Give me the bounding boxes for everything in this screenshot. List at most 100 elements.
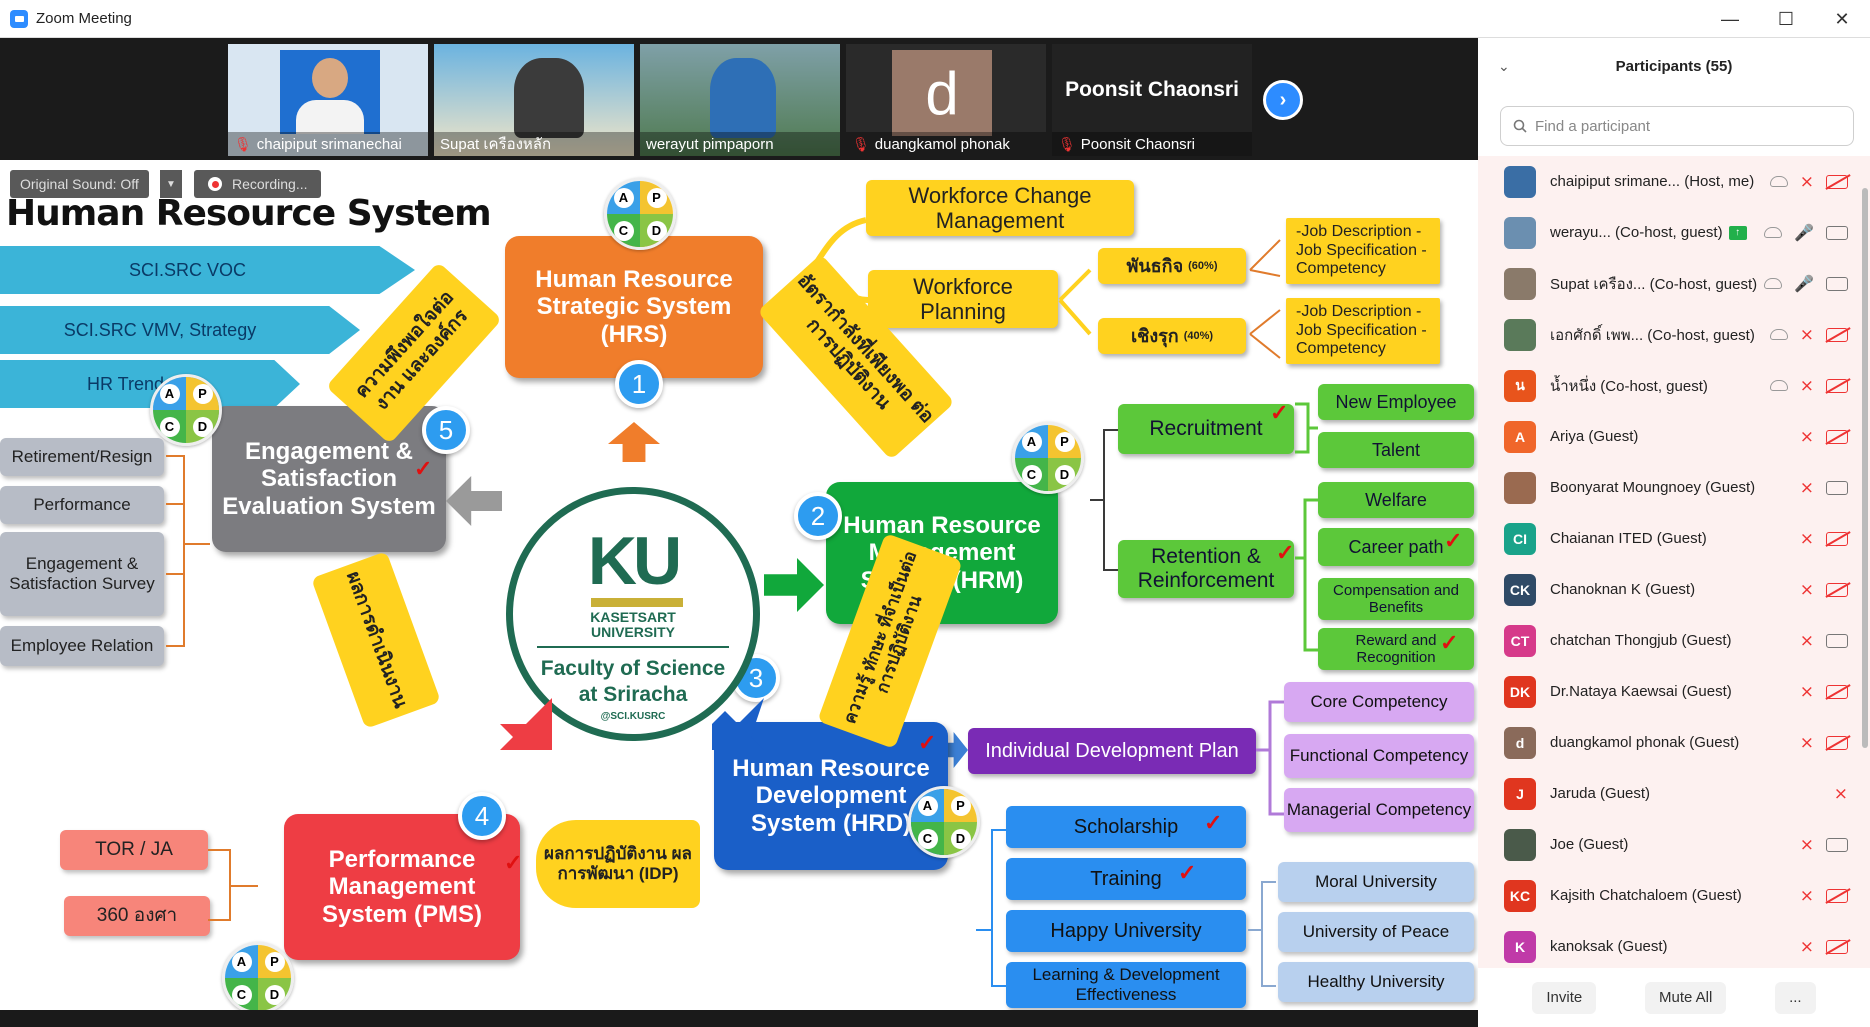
mic-icon[interactable]: 🎤: [1794, 224, 1814, 242]
participant-row[interactable]: Supat เครือง... (Co-host, guest) 🎤: [1478, 258, 1870, 309]
camera-off-icon[interactable]: [1826, 735, 1848, 750]
training-box: Training: [1006, 858, 1246, 900]
participant-row[interactable]: เอกศักดิ์ เพพ... (Co-host, guest)⨯: [1478, 309, 1870, 360]
mic-off-icon[interactable]: ⨯: [1799, 324, 1814, 344]
mic-icon[interactable]: 🎤: [1794, 275, 1814, 293]
camera-icon[interactable]: [1826, 276, 1848, 291]
mic-off-icon[interactable]: ⨯: [1799, 528, 1814, 548]
avatar: [1504, 216, 1536, 249]
mic-off-icon[interactable]: ⨯: [1833, 783, 1848, 803]
participant-name: Boonyarat Moungnoey (Guest): [1550, 479, 1756, 496]
mute-all-button[interactable]: Mute All: [1644, 981, 1727, 1014]
camera-icon[interactable]: [1826, 480, 1848, 495]
camera-off-icon[interactable]: [1826, 327, 1848, 342]
avatar: น: [1504, 369, 1536, 402]
video-tile[interactable]: Supat เครืองหลัก: [434, 44, 634, 156]
participant-name: Ariya (Guest): [1550, 428, 1639, 445]
chevron-down-icon[interactable]: ⌄: [1498, 58, 1510, 74]
happy-university-box: Happy University: [1006, 910, 1246, 952]
minimize-button[interactable]: —: [1721, 8, 1739, 29]
recording-indicator[interactable]: Recording...: [194, 170, 322, 198]
camera-off-icon[interactable]: [1826, 939, 1848, 954]
camera-icon[interactable]: [1826, 225, 1848, 240]
participant-row[interactable]: Joe (Guest)⨯: [1478, 819, 1870, 870]
avatar: J: [1504, 777, 1536, 810]
mic-off-icon[interactable]: ⨯: [1799, 171, 1814, 191]
banner-voc: SCI.SRC VOC: [0, 246, 415, 294]
participant-row[interactable]: Boonyarat Moungnoey (Guest) ⨯: [1478, 462, 1870, 513]
participant-name: duangkamol phonak (Guest): [1550, 734, 1740, 751]
healthy-university-box: Healthy University: [1278, 962, 1474, 1002]
camera-icon[interactable]: [1826, 633, 1848, 648]
participant-row[interactable]: นน้ำหนึ่ง (Co-host, guest)⨯: [1478, 360, 1870, 411]
maximize-button[interactable]: ☐: [1777, 8, 1795, 29]
camera-off-icon[interactable]: [1826, 429, 1848, 444]
cloud-icon: [1769, 176, 1788, 187]
camera-off-icon[interactable]: [1826, 531, 1848, 546]
mission-pct: (60%): [1188, 259, 1218, 272]
mic-off-icon[interactable]: ⨯: [1799, 426, 1814, 446]
participant-row[interactable]: werayu... (Co-host, guest)↑🎤: [1478, 207, 1870, 258]
mic-off-icon[interactable]: ⨯: [1799, 375, 1814, 395]
shared-screen: Human Resource System SCI.SRC VOC SCI.SR…: [0, 160, 1478, 1010]
video-tile[interactable]: werayut pimpaporn: [640, 44, 840, 156]
camera-icon[interactable]: [1826, 837, 1848, 852]
participant-row[interactable]: chaipiput srimane... (Host, me)⨯: [1478, 156, 1870, 207]
slide-title: Human Resource System: [6, 193, 492, 234]
avatar: [1504, 828, 1536, 861]
cloud-icon: [1764, 227, 1783, 238]
title-bar: Zoom Meeting — ☐ ✕: [0, 0, 1870, 38]
job-list-box: -Job Description -Job Specification -Com…: [1286, 298, 1440, 364]
camera-off-icon[interactable]: [1826, 174, 1848, 189]
video-tile[interactable]: Poonsit Chaonsri 🎙Poonsit Chaonsri: [1052, 44, 1252, 156]
camera-off-icon[interactable]: [1826, 684, 1848, 699]
video-tile[interactable]: d 🎙duangkamol phonak: [846, 44, 1046, 156]
chevron-down-icon[interactable]: ▼: [160, 170, 182, 198]
camera-off-icon[interactable]: [1826, 378, 1848, 393]
participant-name: Supat เครือง... (Co-host, guest): [1550, 275, 1758, 293]
mic-off-icon[interactable]: ⨯: [1799, 477, 1814, 497]
mic-off-icon[interactable]: ⨯: [1799, 681, 1814, 701]
functional-competency-box: Functional Competency: [1284, 734, 1474, 778]
career-path-box: Career path: [1318, 528, 1474, 566]
mic-off-icon[interactable]: ⨯: [1799, 936, 1814, 956]
compensation-box: Compensation and Benefits: [1318, 578, 1474, 620]
scrollbar[interactable]: [1862, 188, 1868, 748]
camera-off-icon[interactable]: [1826, 582, 1848, 597]
next-page-icon[interactable]: ›: [1263, 80, 1303, 120]
mic-off-icon[interactable]: ⨯: [1799, 834, 1814, 854]
video-tile[interactable]: 🎙chaipiput srimanechai: [228, 44, 428, 156]
close-button[interactable]: ✕: [1834, 8, 1850, 29]
cloud-icon: [1769, 380, 1788, 391]
connector-lines: [166, 455, 210, 647]
participant-search-input[interactable]: Find a participant: [1500, 106, 1854, 146]
mission-box: พันธกิจ (60%): [1098, 248, 1246, 284]
participant-name: werayu... (Co-host, guest): [1550, 224, 1723, 241]
avatar: KC: [1504, 879, 1536, 912]
connector-lines: [976, 829, 1276, 987]
retirement-box: Retirement/Resign: [0, 438, 164, 476]
original-sound-toggle[interactable]: Original Sound: Off: [10, 170, 149, 198]
search-icon: [1513, 119, 1527, 133]
mic-off-icon[interactable]: ⨯: [1799, 579, 1814, 599]
mic-off-icon[interactable]: ⨯: [1799, 630, 1814, 650]
more-button[interactable]: ...: [1775, 981, 1816, 1014]
mic-off-icon[interactable]: ⨯: [1799, 732, 1814, 752]
video-display-name: Poonsit Chaonsri: [1065, 78, 1239, 101]
camera-off-icon[interactable]: [1826, 888, 1848, 903]
mic-off-icon[interactable]: ⨯: [1799, 885, 1814, 905]
workforce-planning-box: Workforce Planning: [868, 270, 1058, 328]
invite-button[interactable]: Invite: [1532, 981, 1597, 1014]
